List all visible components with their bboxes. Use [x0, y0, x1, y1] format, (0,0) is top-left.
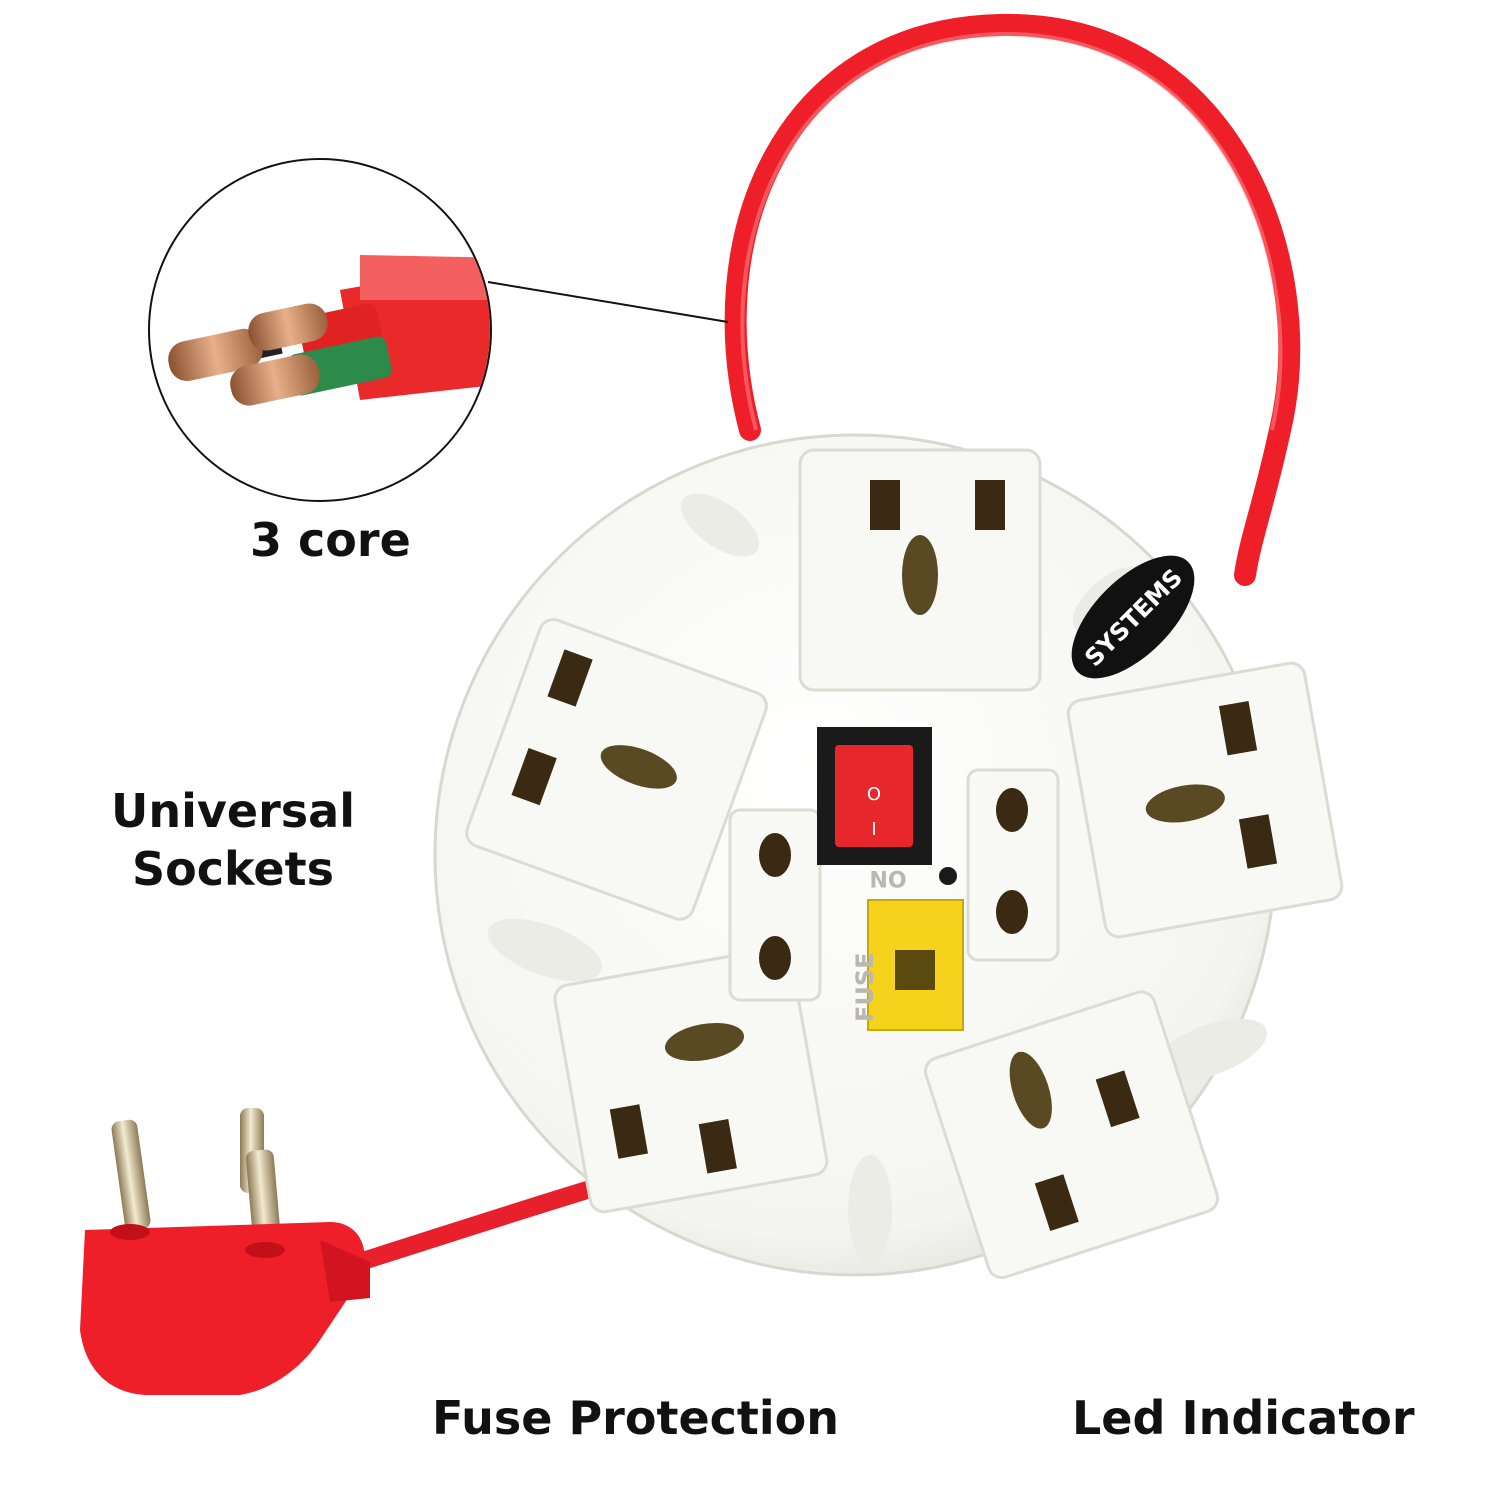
zoom-callout-line — [487, 281, 729, 323]
power-strip-body: O I ON FUSE SYSTEMS — [433, 433, 1344, 1280]
fuse-label: FUSE — [851, 952, 879, 1022]
cable-loop — [724, 13, 1301, 586]
two-pin-socket-left — [728, 808, 822, 1002]
caption-universal-sockets: Universal Sockets — [108, 783, 358, 898]
caption-fuse-protection: Fuse Protection — [432, 1391, 840, 1445]
socket-right — [1066, 661, 1344, 939]
three-pin-plug — [80, 1108, 370, 1395]
caption-universal-line-1: Universal — [111, 784, 355, 838]
two-pin-socket-right — [966, 768, 1060, 962]
power-switch: O I — [817, 727, 932, 865]
copper-strands — [168, 303, 328, 406]
power-cord — [341, 1171, 629, 1274]
cable-zoom-inset — [148, 158, 492, 502]
svg-text:I: I — [871, 819, 876, 840]
socket-left — [465, 618, 768, 921]
socket-top — [798, 448, 1042, 692]
fuse-holder — [867, 899, 964, 1031]
caption-3-core: 3 core — [250, 513, 411, 567]
led-indicator — [939, 867, 957, 885]
caption-led-indicator: Led Indicator — [1072, 1391, 1415, 1445]
socket-bottom-left — [553, 946, 829, 1214]
switch-label: ON — [869, 865, 906, 890]
caption-universal-line-2: Sockets — [132, 841, 334, 896]
socket-bottom-right — [924, 990, 1220, 1280]
svg-text:O: O — [867, 784, 881, 805]
